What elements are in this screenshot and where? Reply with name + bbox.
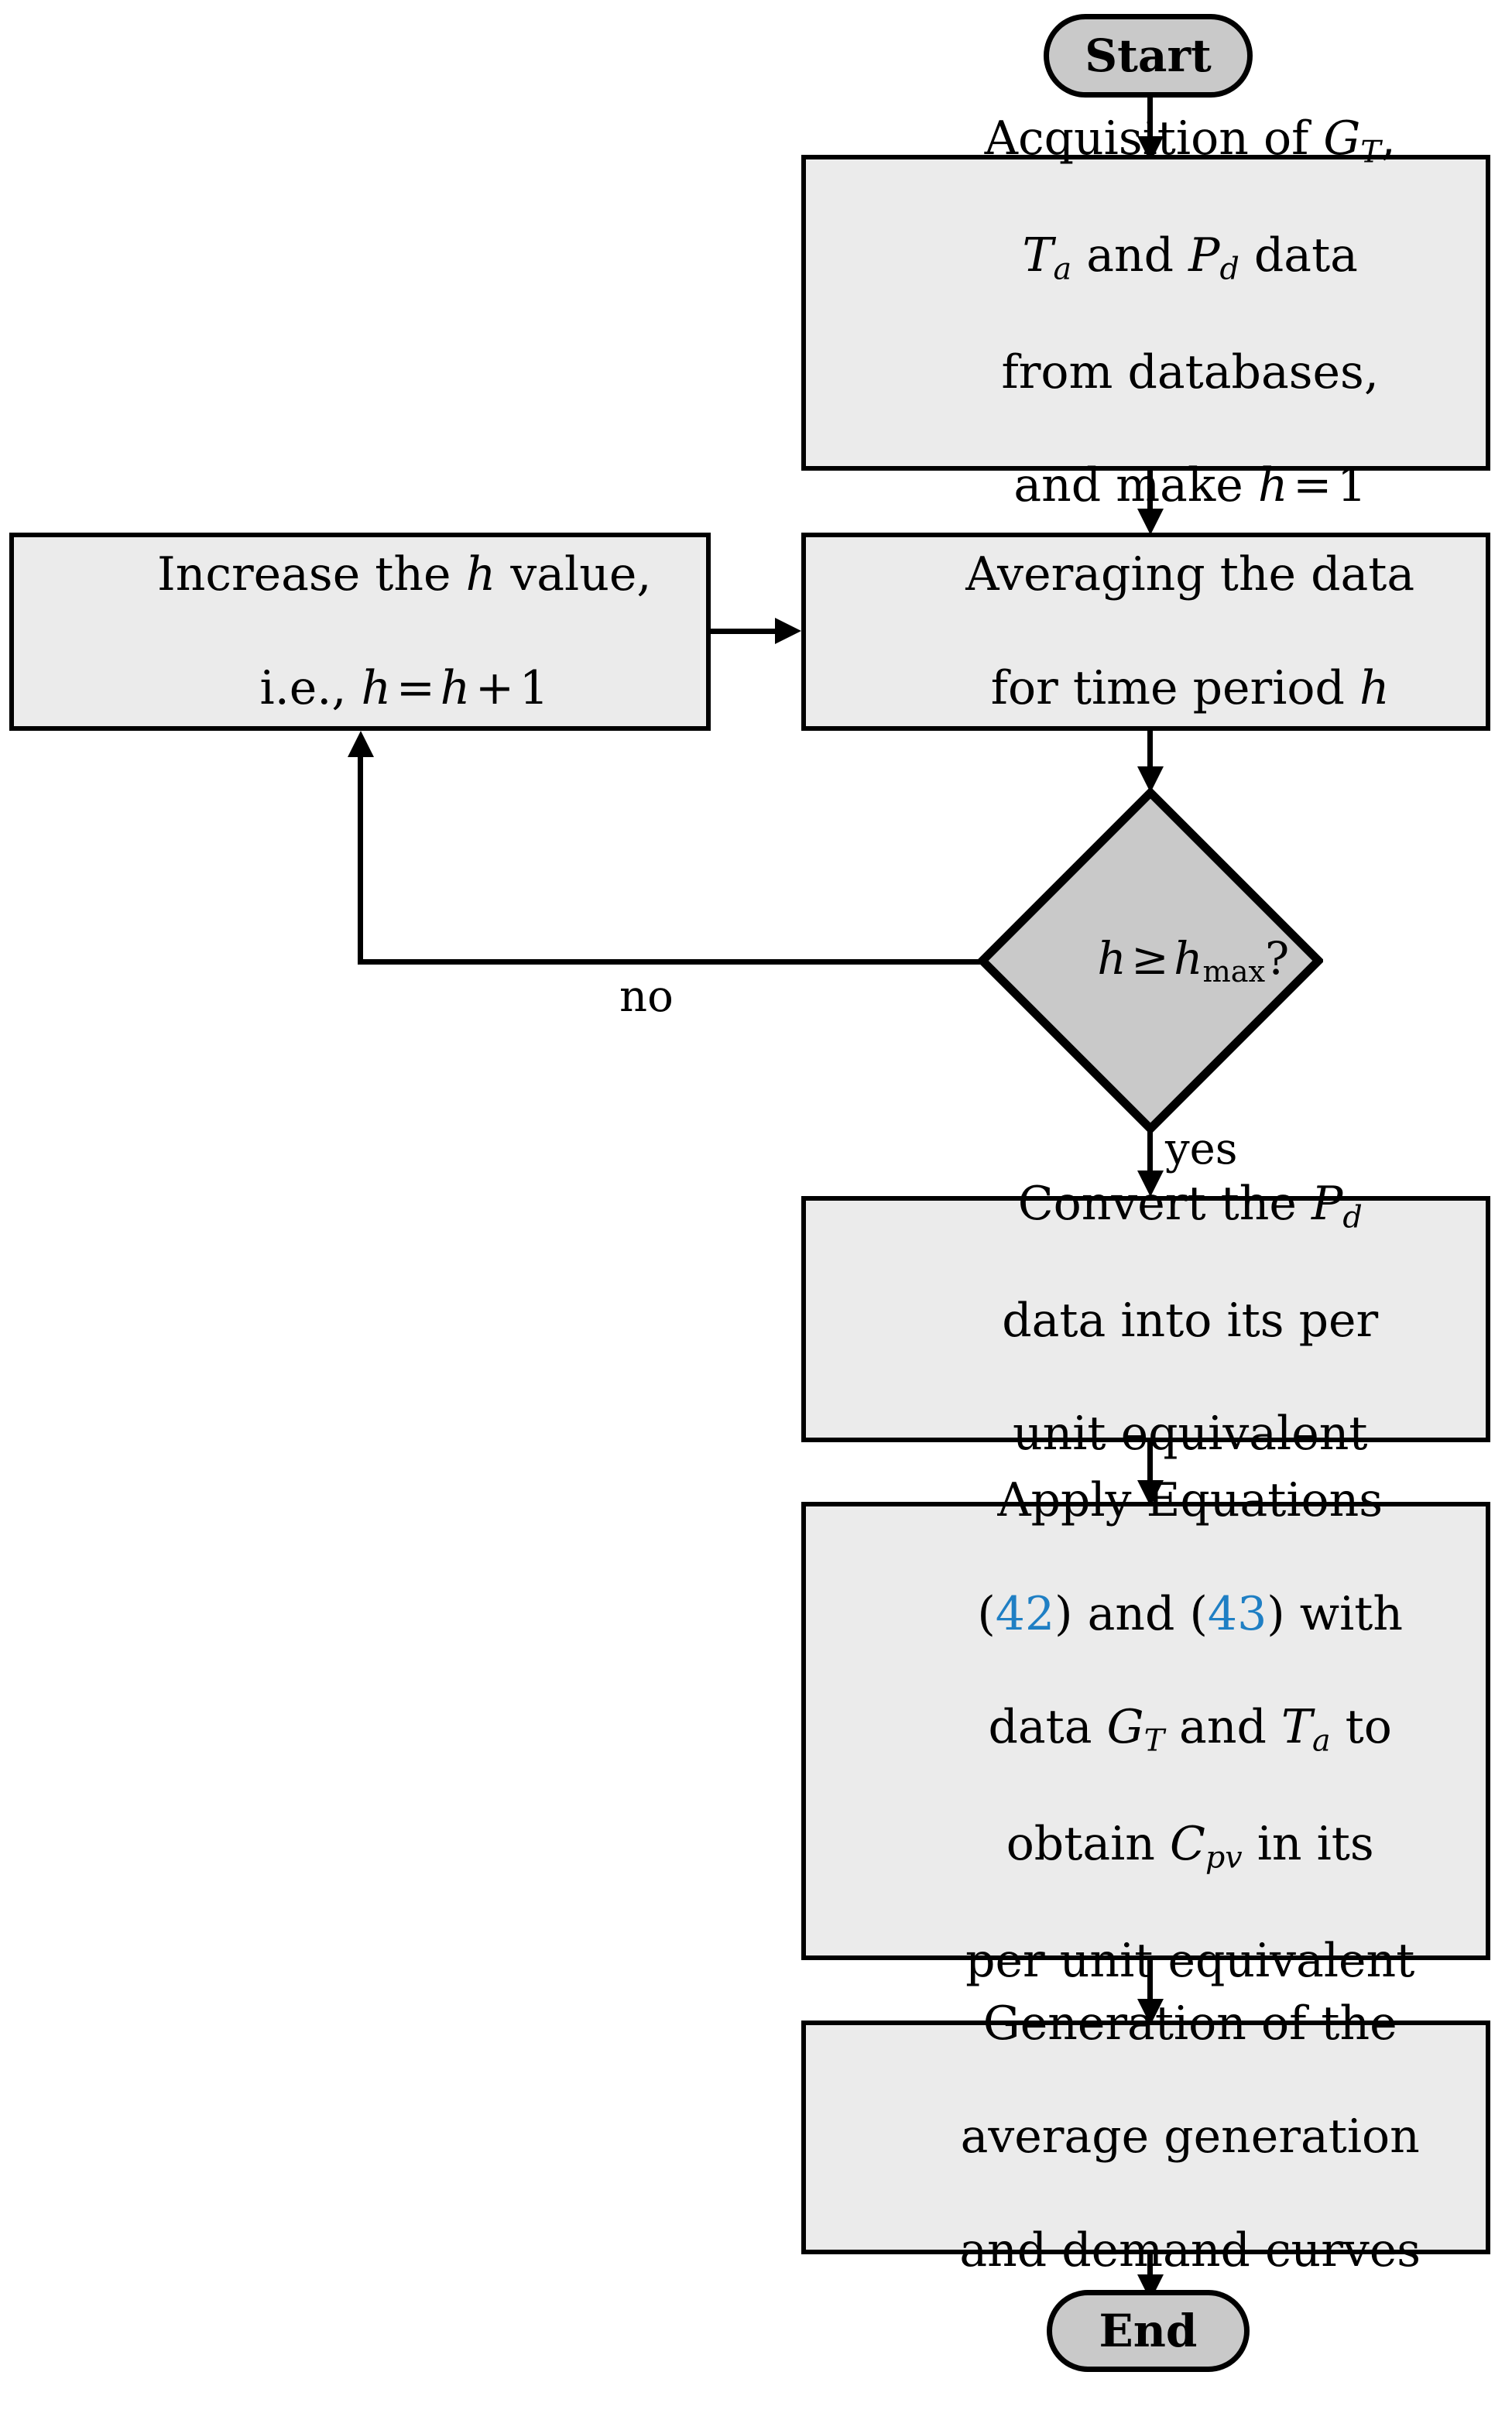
- gen-line3: and demand curves: [959, 2223, 1421, 2278]
- node-convert-text: Convert the Pd data into its per unit eq…: [903, 1119, 1389, 1520]
- app-line3-b: and: [1164, 1700, 1281, 1755]
- node-start-label: Start: [1085, 29, 1212, 82]
- dec-question: ?: [1265, 931, 1290, 985]
- cnv-line3: unit equivalent: [1012, 1406, 1368, 1461]
- acq-line2-sub2: d: [1219, 251, 1239, 287]
- app-open1: (: [977, 1586, 996, 1641]
- inc-line2-a: i.e.,: [259, 660, 362, 715]
- acq-line4-op: =: [1293, 458, 1332, 513]
- dec-op: ≥: [1131, 931, 1169, 985]
- inc-line1-b: value,: [495, 547, 652, 602]
- app-line4-b: in its: [1242, 1816, 1374, 1871]
- acq-line2-var1: T: [1022, 228, 1054, 283]
- node-acquisition[interactable]: Acquisition of GT, Ta and Pd data from d…: [801, 111, 1490, 512]
- node-acquisition-text: Acquisition of GT, Ta and Pd data from d…: [885, 54, 1407, 571]
- node-increase-h[interactable]: Increase the h value, i.e., h=h+1: [9, 533, 711, 731]
- cnv-line1-sub: d: [1342, 1199, 1363, 1236]
- node-averaging[interactable]: Averaging the data for time period h: [801, 533, 1490, 731]
- cnv-line2: data into its per: [1002, 1293, 1379, 1348]
- acq-line1-sub: T: [1360, 134, 1381, 170]
- node-averaging-text: Averaging the data for time period h: [866, 490, 1425, 773]
- connector-no-horizontal: [358, 959, 983, 965]
- dec-var2: h: [1174, 931, 1203, 985]
- connector-convert-to-apply: [1147, 1440, 1153, 1486]
- app-line3-sub2: a: [1311, 1722, 1331, 1759]
- gen-line2: average generation: [960, 2110, 1420, 2165]
- app-line3-var1: G: [1106, 1700, 1144, 1755]
- app-ref-42[interactable]: 42: [995, 1586, 1055, 1641]
- app-line4-var: C: [1170, 1816, 1205, 1871]
- avg-line2-a: for time period: [990, 660, 1360, 715]
- node-start[interactable]: Start: [1044, 14, 1253, 98]
- connector-averaging-to-decision: [1147, 729, 1153, 772]
- node-increase-h-text: Increase the h value, i.e., h=h+1: [58, 490, 663, 773]
- gen-line1: Generation of the: [982, 1997, 1397, 2051]
- acq-line1-var: G: [1323, 111, 1361, 166]
- inc-line2-var2: h: [440, 660, 471, 715]
- acq-line2-b: data: [1239, 228, 1358, 283]
- acq-line4-var: h: [1257, 458, 1288, 513]
- acq-line2-a: and: [1071, 228, 1189, 283]
- acq-line3: from databases,: [1001, 344, 1379, 399]
- arrowhead-convert-in: [1137, 1171, 1164, 1197]
- acq-line1-a: Acquisition of: [984, 111, 1324, 166]
- arrowhead-averaging-in-left: [775, 618, 801, 644]
- acq-line2-sub1: a: [1053, 251, 1072, 287]
- acq-line4-b: 1: [1336, 458, 1367, 513]
- app-line4-a: obtain: [1006, 1816, 1171, 1871]
- acq-line4-a: and make: [1013, 458, 1258, 513]
- acq-line1-b: ,: [1380, 111, 1396, 166]
- edge-label-yes: yes: [1165, 1124, 1238, 1174]
- app-line3-var2: T: [1281, 1700, 1312, 1755]
- node-decision-text: h≥hmax?: [1001, 876, 1301, 1045]
- node-end-label: End: [1099, 2304, 1198, 2357]
- inc-line2-op2: +: [475, 660, 515, 715]
- app-mid: ) and (: [1054, 1586, 1208, 1641]
- app-close: ) with: [1267, 1586, 1404, 1641]
- arrowhead-increaseh-in: [348, 731, 374, 757]
- connector-apply-to-generation: [1147, 1959, 1153, 2005]
- connector-no-vertical: [358, 755, 363, 962]
- dec-sub: max: [1202, 954, 1266, 989]
- node-apply-equations[interactable]: Apply Equations (42) and (43) with data …: [801, 1473, 1490, 1988]
- diamond-shape: [978, 788, 1323, 1133]
- app-line1: Apply Equations: [997, 1473, 1383, 1528]
- avg-line1: Averaging the data: [965, 547, 1415, 602]
- node-convert[interactable]: Convert the Pd data into its per unit eq…: [801, 1177, 1490, 1461]
- app-ref-43[interactable]: 43: [1207, 1586, 1267, 1641]
- connector-decision-to-convert: [1147, 1126, 1153, 1173]
- app-line3-a: data: [988, 1700, 1107, 1755]
- app-line3-c: to: [1330, 1700, 1392, 1755]
- inc-line2-b: 1: [519, 660, 549, 715]
- app-line3-sub1: T: [1143, 1722, 1164, 1759]
- cnv-line1-a: Convert the: [1017, 1176, 1311, 1231]
- node-decision-hmax[interactable]: h≥hmax?: [978, 788, 1323, 1133]
- acq-line2-var2: P: [1188, 228, 1220, 283]
- node-end[interactable]: End: [1047, 2290, 1250, 2372]
- connector-acquisition-to-averaging: [1147, 468, 1153, 515]
- edge-label-no: no: [619, 972, 674, 1022]
- node-generation[interactable]: Generation of the average generation and…: [801, 1997, 1490, 2278]
- app-line4-sub: pv: [1205, 1839, 1243, 1876]
- arrowhead-averaging-in-top: [1137, 509, 1164, 535]
- inc-line2-var1: h: [361, 660, 392, 715]
- inc-line1-var: h: [465, 547, 496, 602]
- connector-start-to-acquisition: [1147, 97, 1153, 143]
- node-generation-text: Generation of the average generation and…: [860, 1939, 1431, 2336]
- connector-increaseh-to-averaging: [711, 629, 782, 634]
- dec-var1: h: [1097, 931, 1126, 985]
- cnv-line1-var: P: [1311, 1176, 1343, 1231]
- app-line5: per unit equivalent: [965, 1933, 1415, 1988]
- inc-line2-op1: =: [396, 660, 436, 715]
- node-apply-equations-text: Apply Equations (42) and (43) with data …: [866, 1416, 1426, 2046]
- avg-line2-var: h: [1359, 660, 1390, 715]
- connector-generation-to-end: [1147, 2253, 1153, 2288]
- inc-line1-a: Increase the: [157, 547, 466, 602]
